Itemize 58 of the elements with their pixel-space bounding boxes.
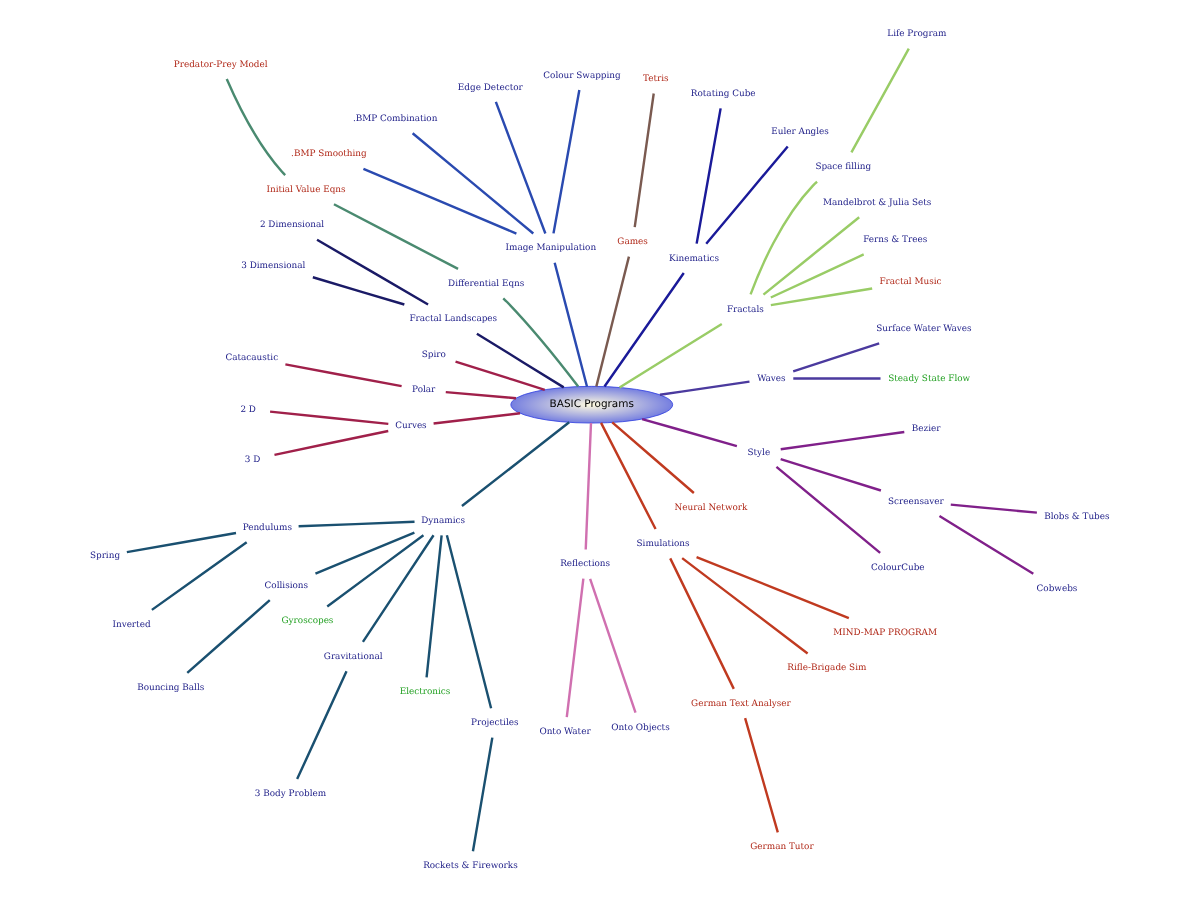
connector — [565, 578, 585, 718]
connector — [476, 332, 565, 389]
connector — [553, 262, 589, 387]
connector — [502, 297, 580, 388]
connector — [743, 717, 779, 833]
connector — [950, 503, 1037, 514]
connector — [461, 421, 570, 508]
connector — [298, 520, 415, 528]
connector — [938, 514, 1034, 575]
connector — [641, 417, 738, 448]
connector — [312, 276, 405, 306]
connector — [696, 555, 850, 620]
connector — [681, 557, 809, 655]
connector — [659, 380, 750, 396]
connector — [775, 465, 881, 554]
connector — [285, 363, 402, 388]
connector — [603, 272, 685, 388]
connector — [780, 430, 905, 451]
connector — [186, 599, 271, 674]
connector — [600, 422, 657, 530]
connector — [780, 458, 882, 492]
connector — [471, 737, 494, 852]
connector — [793, 377, 881, 380]
connector — [445, 390, 517, 400]
connector — [770, 253, 865, 299]
connector — [792, 342, 880, 373]
connector — [552, 89, 581, 234]
connector — [411, 132, 535, 235]
connector — [494, 101, 547, 234]
connector — [589, 578, 637, 713]
connector — [762, 216, 860, 296]
connector — [770, 287, 873, 307]
connector — [584, 422, 593, 550]
connector — [151, 541, 248, 611]
connector — [425, 535, 443, 678]
connector — [225, 78, 287, 176]
connector — [595, 256, 631, 387]
connector — [611, 421, 695, 494]
connector — [296, 670, 348, 780]
connector — [455, 360, 546, 391]
connector — [669, 557, 735, 690]
connector — [126, 531, 237, 554]
connector — [705, 145, 789, 245]
connector — [445, 534, 493, 709]
connector — [618, 322, 723, 389]
connector — [749, 180, 818, 295]
connector — [695, 108, 722, 244]
connector — [633, 93, 655, 228]
connector — [274, 429, 389, 456]
connector — [361, 534, 435, 643]
connector — [315, 531, 415, 575]
connector — [362, 167, 517, 235]
connector — [326, 534, 425, 608]
connector — [316, 238, 429, 306]
connector — [850, 48, 910, 153]
connector — [269, 410, 389, 426]
connector — [333, 203, 459, 270]
connector — [433, 412, 521, 425]
